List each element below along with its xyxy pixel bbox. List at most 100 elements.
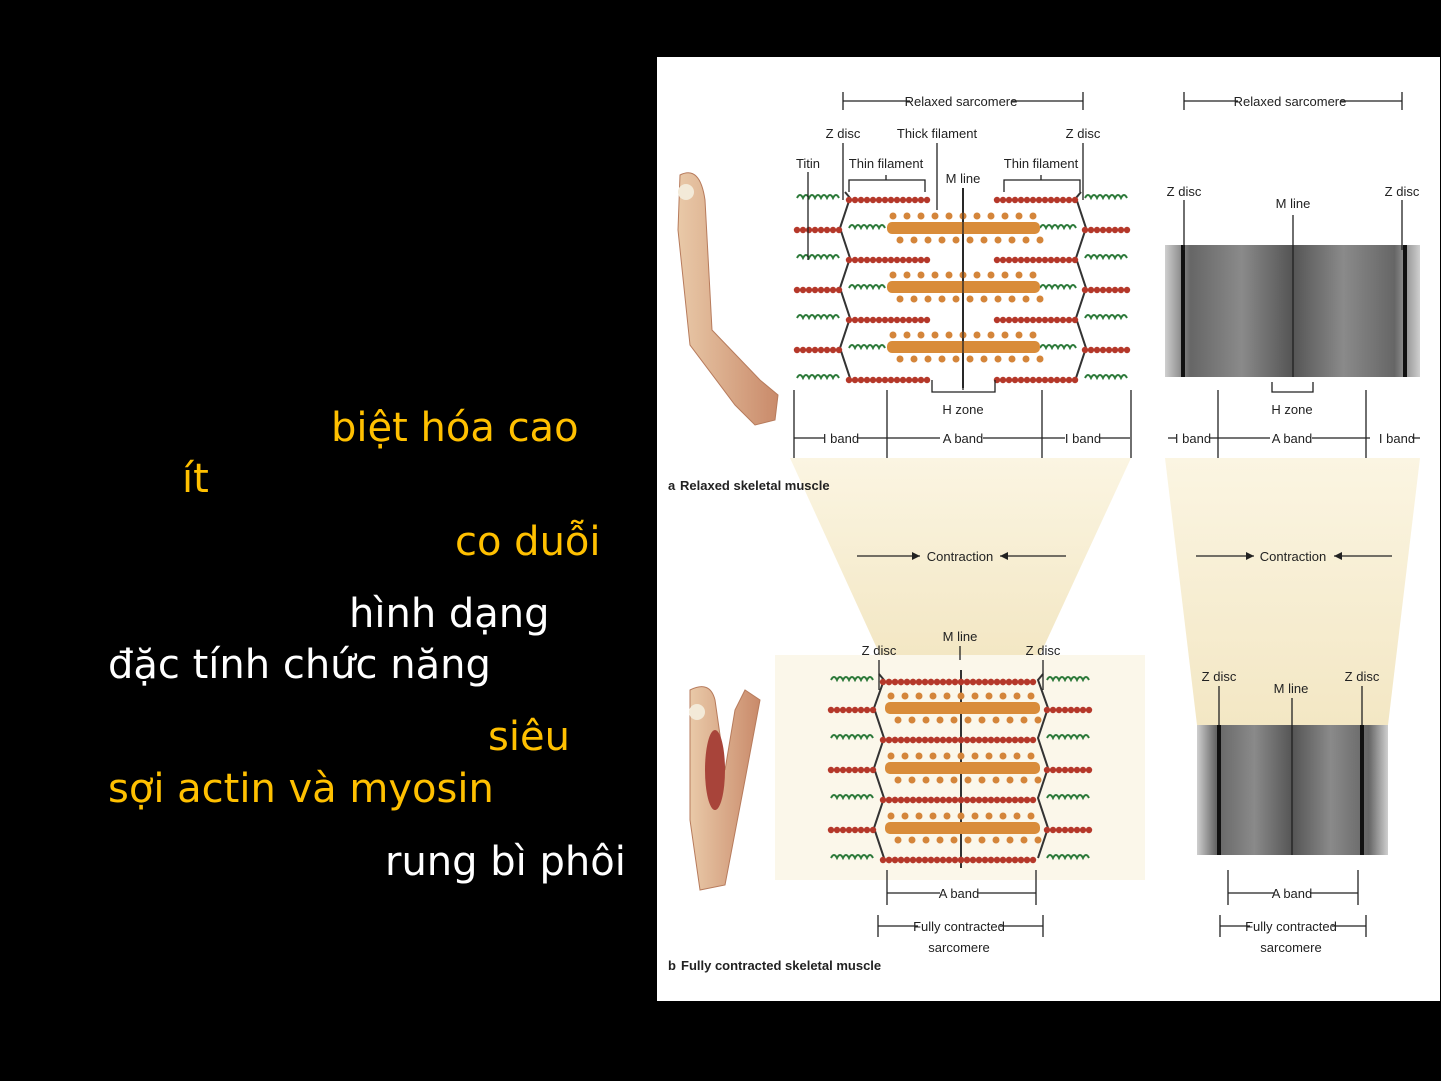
myosin-head	[1006, 776, 1014, 784]
myosin-head	[1001, 212, 1009, 220]
actin-bead	[1099, 346, 1107, 354]
actin-bead	[1117, 226, 1125, 234]
myosin-head	[945, 331, 953, 339]
actin-bead	[1073, 706, 1081, 714]
myosin-head	[1027, 812, 1035, 820]
label-micro-z-disc-left: Z disc	[1167, 184, 1202, 199]
actin-bead	[923, 316, 931, 324]
actin-bead	[933, 796, 941, 804]
titin-coil	[1039, 224, 1077, 231]
text-it: ít	[182, 456, 209, 502]
actin-bead	[1029, 796, 1037, 804]
actin-bead	[875, 316, 883, 324]
actin-bead	[1081, 286, 1089, 294]
actin-bead	[885, 736, 893, 744]
sarcomere-diagram: Relaxed sarcomere Relaxed sarcomere Z di…	[668, 92, 1420, 973]
actin-bead	[879, 736, 887, 744]
actin-bead	[1059, 256, 1067, 264]
actin-bead	[911, 196, 919, 204]
actin-bead	[827, 826, 835, 834]
actin-bead	[993, 196, 1001, 204]
label-contraction-right: Contraction	[1260, 549, 1326, 564]
actin-bead	[1023, 736, 1031, 744]
actin-bead	[999, 856, 1007, 864]
titin-coil	[830, 854, 874, 861]
myosin-head	[945, 271, 953, 279]
actin-bead	[933, 736, 941, 744]
actin-bead	[1005, 736, 1013, 744]
actin-bead	[927, 678, 935, 686]
myosin-head	[971, 752, 979, 760]
myosin-head	[950, 776, 958, 784]
myosin-head	[915, 812, 923, 820]
actin-bead	[939, 796, 947, 804]
actin-bead	[851, 766, 859, 774]
myosin-head	[917, 212, 925, 220]
actin-bead	[869, 316, 877, 324]
caption-relaxed: Relaxed skeletal muscle	[680, 478, 830, 493]
actin-bead	[933, 678, 941, 686]
actin-bead	[921, 678, 929, 686]
actin-bead	[1105, 286, 1113, 294]
actin-bead	[921, 736, 929, 744]
actin-bead	[845, 826, 853, 834]
titin-coil	[830, 734, 874, 741]
actin-bead	[839, 706, 847, 714]
actin-bead	[899, 316, 907, 324]
actin-bead	[887, 256, 895, 264]
myosin-head	[1020, 836, 1028, 844]
actin-bead	[869, 256, 877, 264]
myosin-head	[987, 212, 995, 220]
actin-bead	[1065, 316, 1073, 324]
myosin-head	[901, 812, 909, 820]
myosin-head	[992, 716, 1000, 724]
actin-bead	[851, 706, 859, 714]
actin-bead	[911, 376, 919, 384]
actin-bead	[951, 678, 959, 686]
actin-bead	[951, 856, 959, 864]
actin-bead	[993, 736, 1001, 744]
myosin-head	[1006, 716, 1014, 724]
actin-bead	[1035, 196, 1043, 204]
actin-bead	[1111, 226, 1119, 234]
titin-coil	[1039, 344, 1077, 351]
actin-bead	[1017, 678, 1025, 686]
actin-bead	[903, 736, 911, 744]
myosin-head	[966, 355, 974, 363]
actin-bead	[793, 226, 801, 234]
actin-bead	[917, 316, 925, 324]
actin-bead	[909, 678, 917, 686]
actin-bead	[881, 316, 889, 324]
myosin-head	[985, 692, 993, 700]
titin-coil	[1046, 854, 1090, 861]
label-z-disc-left: Z disc	[826, 126, 861, 141]
actin-bead	[917, 196, 925, 204]
contracted-micrograph	[1197, 725, 1388, 855]
label-micro-sarcomere: sarcomere	[1260, 940, 1321, 955]
actin-bead	[999, 736, 1007, 744]
label-contracted-z-disc-right: Z disc	[1026, 643, 1061, 658]
actin-bead	[993, 856, 1001, 864]
label-contracted-z-disc-left: Z disc	[862, 643, 897, 658]
actin-bead	[875, 196, 883, 204]
actin-bead	[885, 678, 893, 686]
actin-bead	[1055, 706, 1063, 714]
myosin-head	[889, 212, 897, 220]
actin-bead	[887, 316, 895, 324]
actin-bead	[897, 796, 905, 804]
actin-bead	[1053, 196, 1061, 204]
actin-bead	[915, 678, 923, 686]
myosin-head	[985, 752, 993, 760]
actin-bead	[835, 346, 843, 354]
actin-bead	[1099, 226, 1107, 234]
text-hinh-dang: hình dạng	[349, 591, 550, 637]
actin-bead	[1023, 316, 1031, 324]
actin-bead	[905, 256, 913, 264]
actin-bead	[893, 256, 901, 264]
text-co-duoi: co duỗi	[455, 519, 601, 565]
actin-bead	[1071, 376, 1079, 384]
actin-bead	[1017, 376, 1025, 384]
actin-bead	[1017, 196, 1025, 204]
myosin-head	[938, 236, 946, 244]
myosin-head	[999, 812, 1007, 820]
